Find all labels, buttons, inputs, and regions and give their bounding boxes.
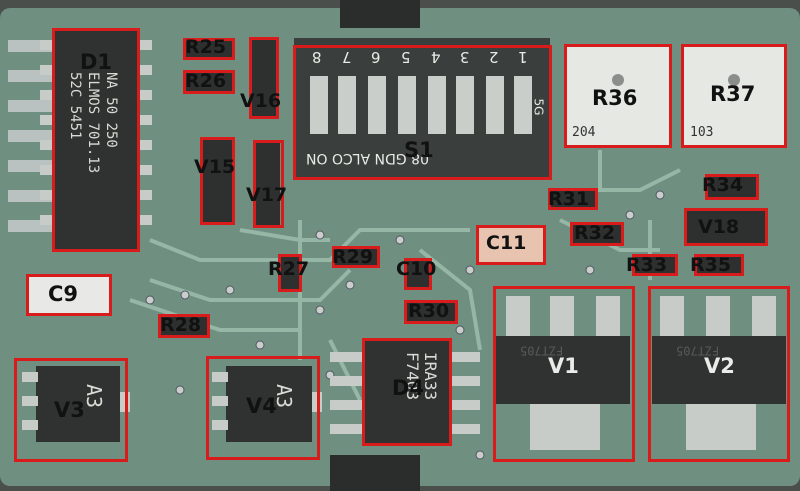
label-v1: V1 bbox=[548, 354, 579, 378]
label-r35: R35 bbox=[690, 254, 732, 276]
d1-box bbox=[52, 28, 140, 252]
v15-box bbox=[200, 137, 235, 225]
label-r26: R26 bbox=[185, 70, 227, 92]
label-c11: C11 bbox=[486, 232, 527, 254]
r31-box bbox=[548, 188, 598, 210]
c9-box bbox=[26, 274, 112, 316]
label-r34: R34 bbox=[702, 174, 744, 196]
label-r30: R30 bbox=[408, 300, 450, 322]
r28-box bbox=[158, 314, 210, 338]
v4-box bbox=[206, 356, 320, 460]
c11-capacitor bbox=[478, 228, 544, 264]
s1-box bbox=[293, 45, 552, 180]
label-s1: S1 bbox=[404, 138, 434, 162]
label-r31: R31 bbox=[548, 188, 590, 210]
s1-switch-levers bbox=[310, 76, 532, 134]
c11-box bbox=[476, 225, 546, 265]
label-r37: R37 bbox=[710, 82, 756, 106]
label-v17: V17 bbox=[246, 184, 288, 206]
label-r32: R32 bbox=[574, 222, 616, 244]
v3-box bbox=[14, 358, 128, 462]
r34-box bbox=[705, 174, 759, 200]
label-d1: D1 bbox=[80, 50, 113, 74]
r37-trimmer-body bbox=[684, 46, 784, 146]
r36-box bbox=[564, 44, 672, 148]
label-v15: V15 bbox=[194, 156, 236, 178]
r27-box bbox=[278, 254, 302, 292]
d1-pins bbox=[40, 40, 152, 225]
r37-box bbox=[681, 44, 787, 148]
label-v18: V18 bbox=[698, 216, 740, 238]
r26-box bbox=[183, 70, 235, 94]
label-c10: C10 bbox=[396, 258, 437, 280]
v16-box bbox=[249, 37, 279, 119]
v4-body bbox=[226, 366, 312, 442]
r35-box bbox=[694, 254, 744, 276]
r25-box bbox=[183, 38, 235, 60]
c9-capacitor bbox=[28, 276, 110, 314]
label-d4: D4 bbox=[392, 376, 425, 400]
d4-body bbox=[364, 340, 450, 444]
d1-chip-body bbox=[52, 30, 138, 252]
c10-box bbox=[404, 258, 432, 290]
label-v2: V2 bbox=[704, 354, 735, 378]
v18-box bbox=[684, 208, 768, 246]
v2-box bbox=[648, 286, 790, 462]
label-r25: R25 bbox=[185, 36, 227, 58]
vias bbox=[125, 190, 665, 460]
label-r29: R29 bbox=[332, 246, 374, 268]
d4-box bbox=[362, 338, 452, 446]
label-r28: R28 bbox=[160, 314, 202, 336]
small-smd-parts bbox=[160, 40, 766, 336]
r30-box bbox=[404, 300, 458, 324]
r37-code: 103 bbox=[690, 125, 714, 140]
top-connector bbox=[340, 0, 420, 28]
label-v16: V16 bbox=[240, 90, 282, 112]
r36-code: 204 bbox=[572, 125, 596, 140]
label-v3: V3 bbox=[54, 398, 85, 422]
label-c9: C9 bbox=[48, 282, 79, 306]
v1-box bbox=[493, 286, 635, 462]
v2-body bbox=[652, 336, 786, 404]
r32-box bbox=[570, 222, 624, 246]
label-r36: R36 bbox=[592, 86, 638, 110]
v3-body bbox=[36, 366, 120, 442]
v17-box bbox=[253, 140, 284, 228]
label-v4: V4 bbox=[246, 394, 277, 418]
bottom-connector bbox=[330, 455, 420, 491]
r29-box bbox=[332, 246, 380, 268]
label-r27: R27 bbox=[268, 258, 310, 280]
label-r33: R33 bbox=[626, 254, 668, 276]
r33-box bbox=[632, 254, 678, 276]
r36-trimmer-body bbox=[566, 46, 670, 146]
s1-switch-body bbox=[294, 38, 550, 178]
v1-body bbox=[496, 336, 630, 404]
